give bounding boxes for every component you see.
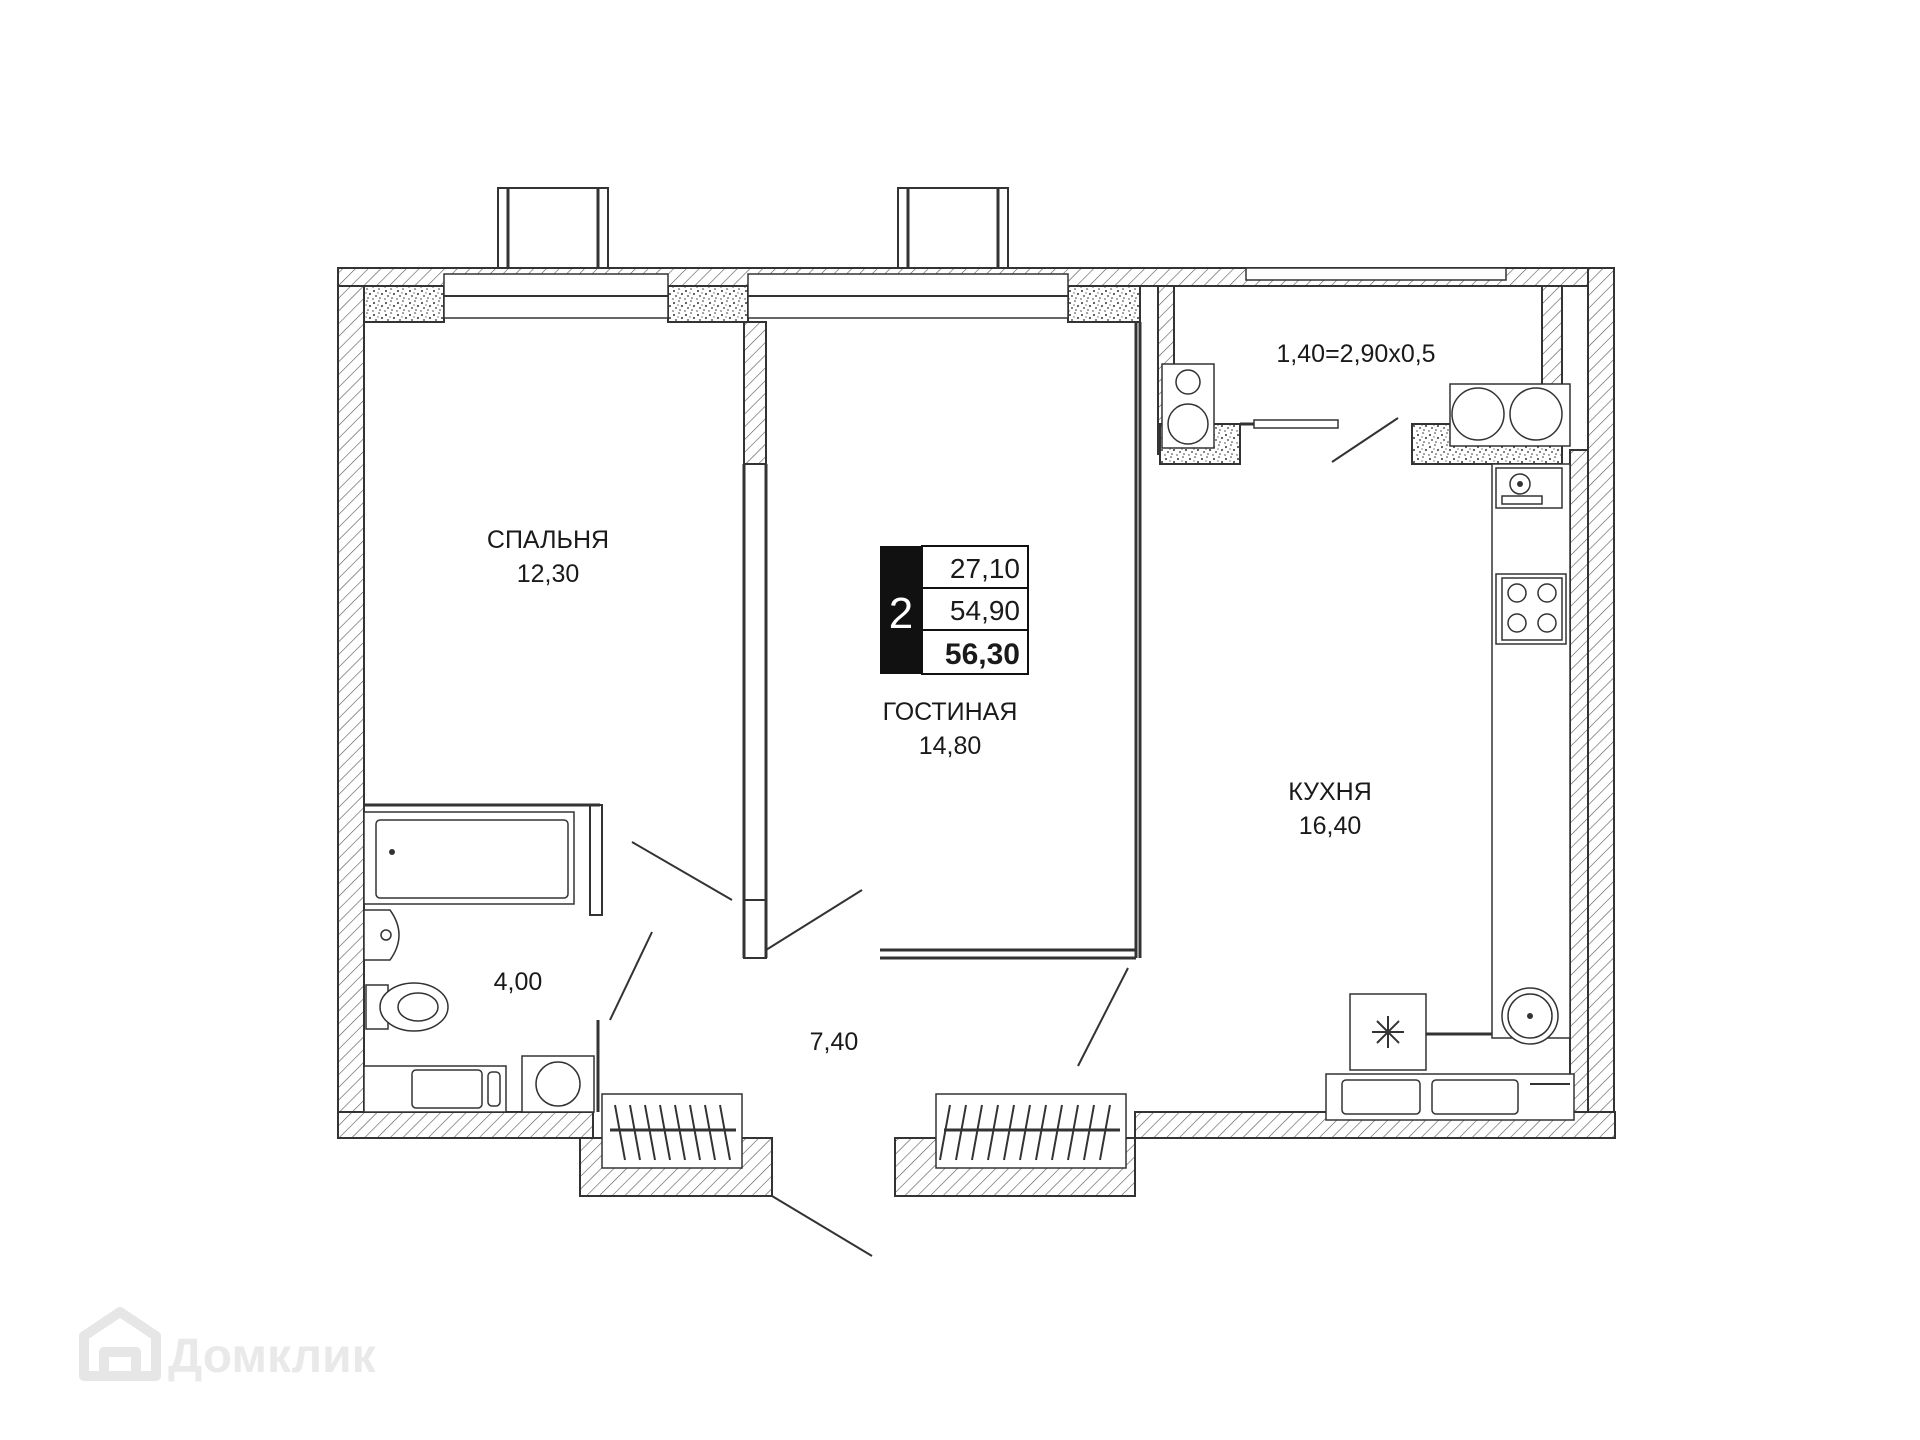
hallway-area: 7,40 bbox=[810, 1028, 859, 1056]
kitchen-name: КУХНЯ bbox=[1288, 778, 1372, 806]
domclick-watermark: Домклик bbox=[79, 1307, 377, 1383]
balcony-divider bbox=[1253, 419, 1339, 429]
area-summary-badge: 2 27,10 54,90 56,30 bbox=[880, 545, 1029, 675]
living-name: ГОСТИНАЯ bbox=[883, 698, 1018, 726]
windows bbox=[443, 267, 1507, 319]
kitchen-counter bbox=[1491, 463, 1571, 1039]
total-area-value: 54,90 bbox=[950, 595, 1020, 626]
kitchen-lower-counter bbox=[1325, 1032, 1575, 1121]
bathtub bbox=[363, 811, 575, 905]
bedroom-area: 12,30 bbox=[517, 560, 580, 588]
kitchen-sink-icon bbox=[1501, 987, 1559, 1045]
balcony-railings bbox=[497, 187, 1009, 269]
rooms-count: 2 bbox=[889, 589, 913, 638]
bedroom-name: СПАЛЬНЯ bbox=[487, 526, 609, 554]
watermark-text: Домклик bbox=[168, 1330, 377, 1383]
sink-icon bbox=[363, 909, 400, 961]
total-with-balcony-value: 56,30 bbox=[945, 638, 1020, 671]
door-swings bbox=[609, 417, 1399, 1257]
boiler-icons bbox=[1161, 363, 1571, 449]
interior-walls bbox=[364, 321, 1330, 1112]
fridge-icon bbox=[1349, 993, 1427, 1071]
living-area: 14,80 bbox=[919, 732, 982, 760]
stove-icon bbox=[1495, 573, 1567, 645]
bath-counter bbox=[363, 1065, 507, 1113]
house-logo-icon bbox=[79, 1307, 161, 1381]
balcony-area: 1,40=2,90x0,5 bbox=[1276, 340, 1435, 368]
toilet-icon bbox=[365, 982, 449, 1032]
entrance-grates bbox=[601, 1093, 1127, 1169]
living-area-value: 27,10 bbox=[950, 553, 1020, 584]
bathroom-area: 4,00 bbox=[494, 968, 543, 996]
kitchen-area: 16,40 bbox=[1299, 812, 1362, 840]
washing-machine-icon bbox=[521, 1055, 595, 1113]
